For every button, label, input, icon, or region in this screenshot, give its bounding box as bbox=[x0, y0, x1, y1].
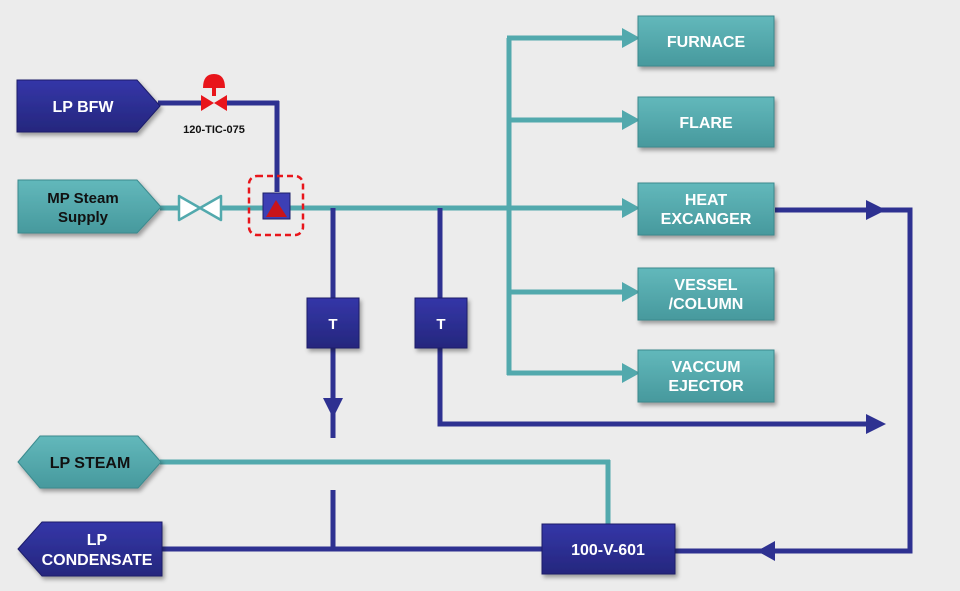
spray-icon bbox=[266, 200, 287, 217]
steam-trap-2[interactable]: T bbox=[414, 297, 468, 349]
condensate-lines bbox=[158, 100, 913, 554]
furnace-label: FURNACE bbox=[667, 34, 746, 51]
heat-exchanger-label-2: EXCANGER bbox=[661, 211, 752, 228]
lp-bfw-source: LP BFW bbox=[16, 79, 161, 133]
gate-valve-icon[interactable] bbox=[177, 194, 223, 222]
mp-steam-label-2: Supply bbox=[58, 209, 109, 226]
steam-arrows bbox=[622, 28, 640, 383]
arrow-icon bbox=[866, 414, 886, 434]
lp-condensate-label-1: LP bbox=[87, 532, 108, 549]
arrow-icon bbox=[622, 110, 640, 130]
steam-trap-1[interactable]: T bbox=[306, 297, 360, 349]
ejector-label-2: EJECTOR bbox=[668, 378, 744, 395]
flash-vessel[interactable]: 100-V-601 bbox=[541, 523, 676, 575]
condensate-arrows bbox=[323, 200, 886, 561]
flare-box[interactable]: FLARE bbox=[637, 96, 775, 148]
arrow-icon bbox=[622, 198, 640, 218]
vessel-column-box[interactable]: VESSEL /COLUMN bbox=[637, 267, 775, 321]
lp-steam-output: LP STEAM bbox=[17, 435, 162, 489]
lp-condensate-label-2: CONDENSATE bbox=[42, 552, 153, 569]
desuperheater-highlight bbox=[247, 174, 305, 237]
arrow-icon bbox=[866, 200, 886, 220]
steam-lines bbox=[160, 35, 635, 524]
mp-steam-source: MP Steam Supply bbox=[17, 179, 162, 234]
ejector-label-1: VACCUM bbox=[671, 359, 740, 376]
lp-bfw-label: LP BFW bbox=[52, 99, 114, 116]
flare-label: FLARE bbox=[679, 115, 733, 132]
arrow-icon bbox=[622, 28, 640, 48]
vessel-label-1: VESSEL bbox=[674, 277, 737, 294]
furnace-box[interactable]: FURNACE bbox=[637, 15, 775, 67]
arrow-icon bbox=[323, 398, 343, 418]
control-valve-icon[interactable] bbox=[201, 74, 227, 111]
vacuum-ejector-box[interactable]: VACCUM EJECTOR bbox=[637, 349, 775, 403]
control-valve-tag: 120-TIC-075 bbox=[183, 124, 245, 136]
vessel-tag-label: 100-V-601 bbox=[571, 542, 645, 559]
trap-2-label: T bbox=[436, 316, 445, 333]
desuperheater[interactable] bbox=[247, 174, 305, 237]
vessel-label-2: /COLUMN bbox=[669, 296, 744, 313]
heat-exchanger-box[interactable]: HEAT EXCANGER bbox=[637, 182, 775, 236]
trap-2-return bbox=[437, 348, 880, 427]
trap-1-label: T bbox=[328, 316, 337, 333]
hx-condensate-return bbox=[675, 207, 913, 554]
lp-condensate-output: LP CONDENSATE bbox=[17, 521, 163, 577]
arrow-icon bbox=[622, 363, 640, 383]
heat-exchanger-label-1: HEAT bbox=[685, 192, 728, 209]
arrow-icon bbox=[757, 541, 775, 561]
arrow-icon bbox=[622, 282, 640, 302]
mp-steam-label-1: MP Steam bbox=[47, 190, 118, 207]
lp-steam-label: LP STEAM bbox=[50, 455, 131, 472]
